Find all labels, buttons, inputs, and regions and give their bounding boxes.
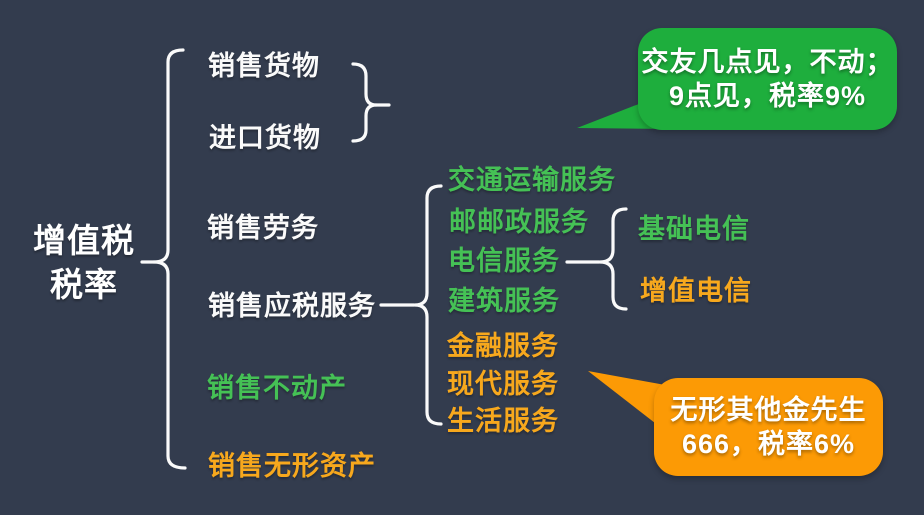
root-topic-line1: 增值税 [33,222,135,259]
branch-intangible-assets: 销售无形资产 [208,451,376,481]
branch-taxable-services: 销售应税服务 [208,291,376,321]
service-brace [413,184,443,426]
root-topic: 增值税 税率 [0,219,168,307]
goods-brace [351,62,378,143]
service-postal: 邮邮政服务 [449,207,589,237]
telecom-value-added: 增值电信 [640,276,752,306]
rate-9-callout-line1: 交友几点见，不动； [641,47,894,77]
root-topic-line2: 税率 [50,266,118,303]
service-transport: 交通运输服务 [448,165,616,195]
service-telecom: 电信服务 [448,246,560,276]
telecom-basic: 基础电信 [638,214,750,244]
branch-import-goods: 进口货物 [209,123,321,153]
rate-6-callout-line2: 666，税率6% [681,429,856,459]
service-lifestyle: 生活服务 [447,406,559,436]
telecom-brace [598,207,628,311]
rate-9-callout-line2: 9点见，税率9% [668,81,867,111]
branch-sell-labor: 销售劳务 [207,213,319,243]
service-construction: 建筑服务 [448,286,560,316]
branch-sell-goods: 销售货物 [208,51,320,81]
service-modern: 现代服务 [447,369,559,399]
rate-6-callout-line1: 无形其他金先生 [670,395,867,425]
branch-real-estate: 销售不动产 [207,373,347,403]
service-finance: 金融服务 [447,331,559,361]
rate-9-callout: 交友几点见，不动； 9点见，税率9% [638,28,897,130]
rate-6-callout: 无形其他金先生 666，税率6% [654,378,883,476]
